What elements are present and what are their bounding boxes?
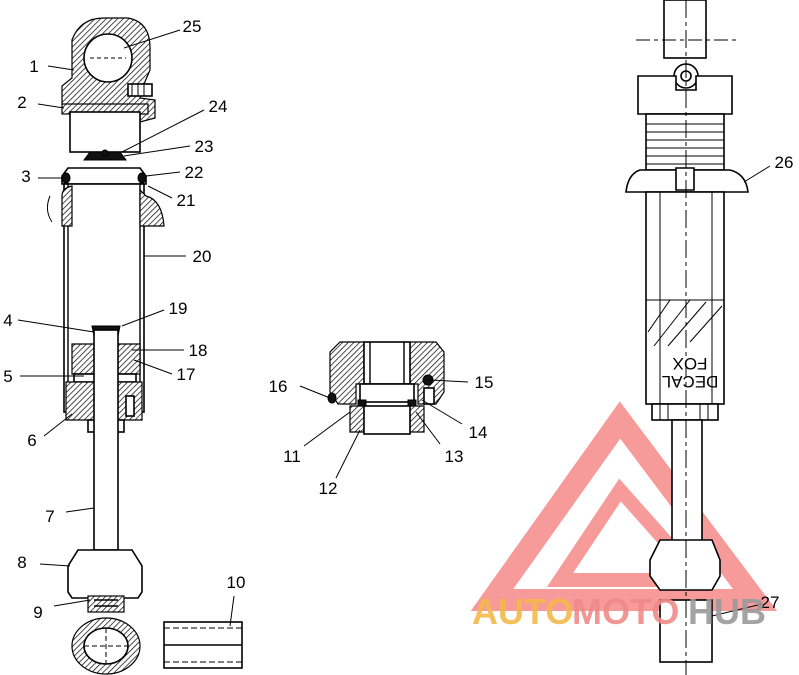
decal-text-line2: FOX <box>673 354 708 373</box>
bumper-ring <box>61 185 73 227</box>
decal-text-line1: DECAL <box>662 372 719 391</box>
callout-25: 25 <box>183 17 202 36</box>
top-bleed-screw <box>127 83 153 97</box>
callout-8: 8 <box>17 553 26 572</box>
callout-21: 21 <box>177 191 196 210</box>
callout-1: 1 <box>29 57 38 76</box>
rod-end-cap <box>67 549 143 599</box>
seal-head-detail <box>327 341 445 435</box>
top-mount-stem <box>663 0 707 59</box>
callout-13: 13 <box>445 447 464 466</box>
floating-piston <box>61 167 147 185</box>
watermark-text: AUTO MOTO HUB <box>472 591 766 632</box>
right-shock-assembly: DECAL FOX <box>625 0 749 675</box>
callout-5: 5 <box>3 367 12 386</box>
body-main-tube <box>645 191 725 405</box>
left-shock-assembly <box>46 17 243 675</box>
callout-12: 12 <box>319 479 338 498</box>
callout-16: 16 <box>269 377 288 396</box>
eyelet-spacer <box>163 621 243 669</box>
callout-2: 2 <box>17 93 26 112</box>
watermark-triangle-inner <box>546 478 716 587</box>
bottom-seal-head <box>65 381 97 421</box>
leader-lines <box>17 29 771 627</box>
callout-23: 23 <box>195 137 214 156</box>
body-upper-threads <box>645 113 725 171</box>
callout-4: 4 <box>3 311 12 330</box>
callout-22: 22 <box>185 163 204 182</box>
watermark-text-part2: MOTO <box>572 591 679 632</box>
seal-head-lower <box>349 405 365 433</box>
callout-17: 17 <box>177 365 196 384</box>
callout-7: 7 <box>45 507 54 526</box>
callout-3: 3 <box>21 167 30 186</box>
lower-valve-body <box>71 343 97 375</box>
callout-10: 10 <box>227 573 246 592</box>
callout-26: 26 <box>775 153 794 172</box>
callout-11: 11 <box>283 447 301 466</box>
watermark-text-part1: AUTO <box>472 591 573 632</box>
callout-27: 27 <box>761 593 780 612</box>
callout-24: 24 <box>209 97 228 116</box>
exterior-bumper <box>649 539 721 591</box>
callout-9: 9 <box>33 603 42 622</box>
callout-15: 15 <box>475 373 494 392</box>
callout-labels: 1 2 3 4 5 6 7 8 9 10 11 12 13 14 15 16 1… <box>3 17 793 622</box>
decal-label: DECAL FOX <box>662 354 719 391</box>
callout-18: 18 <box>189 341 208 360</box>
callout-14: 14 <box>469 423 488 442</box>
exterior-shaft <box>671 419 703 543</box>
callout-6: 6 <box>27 431 36 450</box>
callout-19: 19 <box>169 299 188 318</box>
threaded-stem <box>87 595 125 613</box>
callout-20: 20 <box>193 247 212 266</box>
piston-shaft <box>93 329 119 551</box>
watermark-text-part3: HUB <box>688 591 766 632</box>
